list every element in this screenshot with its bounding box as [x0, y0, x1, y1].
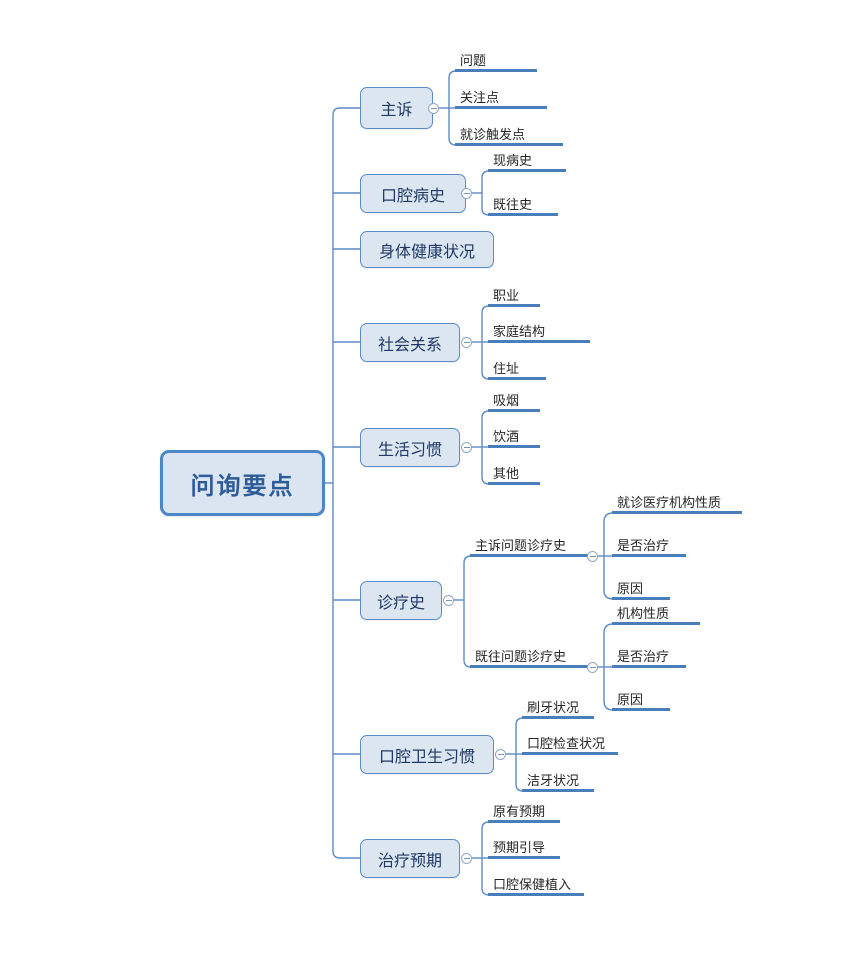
root-node[interactable]: 问询要点 — [160, 450, 325, 516]
leaf-underline — [488, 409, 540, 412]
leaf-underline — [455, 106, 547, 109]
leaf-underline — [488, 893, 584, 896]
leaf-node[interactable]: 刷牙状况 — [522, 692, 594, 719]
leaf-underline — [488, 213, 558, 216]
leaf-label: 洁牙状况 — [527, 773, 580, 788]
branch-node-shentijiankangzhuangkuang[interactable]: 身体健康状况 — [360, 231, 494, 268]
leaf-label: 预期引导 — [493, 840, 546, 855]
leaf-label: 就诊触发点 — [460, 127, 526, 142]
leaf-underline — [455, 69, 537, 72]
leaf-label: 既往问题诊疗史 — [475, 649, 567, 664]
branch-node-zhiliaoyuqi[interactable]: 治疗预期 — [360, 839, 460, 878]
leaf-node[interactable]: 问题 — [455, 45, 537, 72]
leaf-label: 主诉问题诊疗史 — [475, 538, 567, 553]
leaf-underline — [612, 554, 686, 557]
leaf-underline — [522, 716, 594, 719]
leaf-underline — [612, 597, 670, 600]
leaf-label: 关注点 — [460, 90, 500, 105]
leaf-label: 职业 — [493, 288, 520, 303]
leaf-label: 机构性质 — [617, 606, 670, 621]
leaf-underline — [612, 622, 700, 625]
toggle-zhusuwentizhenliaoshi[interactable] — [587, 551, 598, 562]
leaf-underline — [612, 708, 670, 711]
toggle-zhusu[interactable] — [428, 103, 439, 114]
leaf-node[interactable]: 原因 — [612, 573, 670, 600]
branch-node-kouqiangbingshi[interactable]: 口腔病史 — [360, 174, 466, 213]
leaf-label: 原因 — [617, 581, 644, 596]
leaf-node[interactable]: 其他 — [488, 458, 540, 485]
toggle-shehuiguanxi[interactable] — [461, 337, 472, 348]
leaf-underline — [488, 820, 560, 823]
leaf-label: 刷牙状况 — [527, 700, 580, 715]
leaf-label: 吸烟 — [493, 393, 520, 408]
leaf-underline — [522, 752, 618, 755]
leaf-underline — [455, 143, 563, 146]
leaf-label: 现病史 — [493, 153, 533, 168]
leaf-underline — [612, 665, 686, 668]
leaf-underline — [488, 445, 540, 448]
leaf-node[interactable]: 就诊触发点 — [455, 119, 563, 146]
leaf-node[interactable]: 主诉问题诊疗史 — [470, 530, 592, 557]
leaf-node[interactable]: 现病史 — [488, 145, 566, 172]
leaf-underline — [612, 511, 742, 514]
leaf-node[interactable]: 机构性质 — [612, 598, 700, 625]
toggle-zhiliaoyuqi[interactable] — [461, 853, 472, 864]
leaf-label: 口腔检查状况 — [527, 736, 606, 751]
leaf-node[interactable]: 预期引导 — [488, 832, 560, 859]
toggle-shenghuoxiguan[interactable] — [461, 442, 472, 453]
toggle-kouqiangbingshi[interactable] — [461, 188, 472, 199]
leaf-underline — [488, 856, 560, 859]
leaf-node[interactable]: 就诊医疗机构性质 — [612, 487, 742, 514]
leaf-label: 住址 — [493, 361, 520, 376]
leaf-node[interactable]: 住址 — [488, 353, 546, 380]
leaf-label: 是否治疗 — [617, 538, 670, 553]
leaf-node[interactable]: 口腔保健植入 — [488, 869, 584, 896]
leaf-node[interactable]: 职业 — [488, 280, 540, 307]
branch-node-zhusu[interactable]: 主诉 — [360, 87, 433, 129]
leaf-node[interactable]: 饮酒 — [488, 421, 540, 448]
leaf-underline — [488, 304, 540, 307]
toggle-jiwangwentizhenliaoshi[interactable] — [587, 662, 598, 673]
leaf-node[interactable]: 吸烟 — [488, 385, 540, 412]
toggle-kouqiangweishengxiguan[interactable] — [495, 749, 506, 760]
leaf-underline — [488, 169, 566, 172]
leaf-node[interactable]: 既往史 — [488, 189, 558, 216]
leaf-node[interactable]: 原因 — [612, 684, 670, 711]
leaf-label: 饮酒 — [493, 429, 520, 444]
leaf-label: 其他 — [493, 466, 520, 481]
leaf-label: 原有预期 — [493, 804, 546, 819]
branch-node-zhenliaoshi[interactable]: 诊疗史 — [360, 581, 442, 620]
leaf-node[interactable]: 是否治疗 — [612, 530, 686, 557]
leaf-node[interactable]: 洁牙状况 — [522, 765, 594, 792]
leaf-node[interactable]: 原有预期 — [488, 796, 560, 823]
branch-node-shenghuoxiguan[interactable]: 生活习惯 — [360, 428, 460, 467]
branch-node-kouqiangweishengxiguan[interactable]: 口腔卫生习惯 — [360, 735, 494, 774]
leaf-underline — [522, 789, 594, 792]
leaf-node[interactable]: 家庭结构 — [488, 316, 590, 343]
leaf-label: 就诊医疗机构性质 — [617, 495, 722, 510]
leaf-node[interactable]: 口腔检查状况 — [522, 728, 618, 755]
leaf-node[interactable]: 关注点 — [455, 82, 547, 109]
leaf-label: 口腔保健植入 — [493, 877, 572, 892]
leaf-label: 原因 — [617, 692, 644, 707]
leaf-label: 是否治疗 — [617, 649, 670, 664]
leaf-underline — [488, 377, 546, 380]
leaf-underline — [470, 665, 592, 668]
leaf-underline — [470, 554, 592, 557]
leaf-label: 既往史 — [493, 197, 533, 212]
leaf-underline — [488, 482, 540, 485]
leaf-label: 家庭结构 — [493, 324, 546, 339]
branch-node-shehuiguanxi[interactable]: 社会关系 — [360, 323, 460, 362]
leaf-node[interactable]: 既往问题诊疗史 — [470, 641, 592, 668]
leaf-node[interactable]: 是否治疗 — [612, 641, 686, 668]
toggle-zhenliaoshi[interactable] — [443, 595, 454, 606]
leaf-label: 问题 — [460, 53, 487, 68]
leaf-underline — [488, 340, 590, 343]
